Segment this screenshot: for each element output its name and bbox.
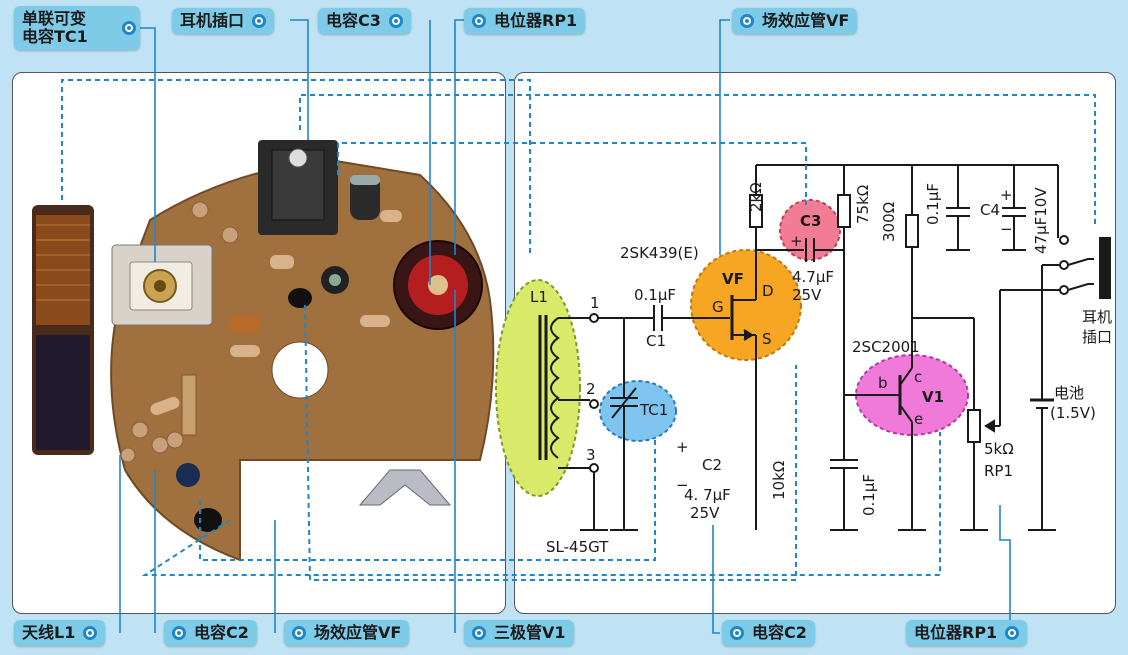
callout-jack: 耳机插口 <box>172 8 275 34</box>
callout-dot-icon <box>730 626 744 640</box>
callout-l1: 天线L1 <box>14 620 106 646</box>
callout-dot-icon <box>252 14 267 28</box>
label-rp1-value: 5kΩ <box>984 440 1014 458</box>
electrolytic-capacitor-large <box>350 175 380 220</box>
label-01-bottom: 0.1μF <box>860 474 878 516</box>
callout-dot-icon <box>740 14 754 28</box>
callout-c2-left: 电容C2 <box>164 620 257 646</box>
transistor-v1-photo <box>194 508 222 532</box>
label-s: S <box>762 330 772 348</box>
callout-dot-icon <box>292 626 306 640</box>
label-c3: C3 <box>800 212 821 230</box>
label-c2-value: 4. 7μF <box>684 486 731 504</box>
callout-dot-icon <box>472 626 486 640</box>
callout-v1: 三极管V1 <box>464 620 574 646</box>
callout-c3-label: 电容C3 <box>326 11 381 31</box>
label-75k: 75kΩ <box>854 185 872 224</box>
label-c3-value: 4.7μF <box>792 268 834 286</box>
tc1-highlight <box>599 380 677 442</box>
callout-dot-icon <box>472 14 486 28</box>
callout-tc1-line1: 单联可变 <box>22 9 87 29</box>
label-c3-plus: + <box>790 232 803 250</box>
callout-dot-icon <box>122 21 136 35</box>
pcb-photo <box>32 140 495 562</box>
label-g: G <box>712 298 724 316</box>
callout-rp1-top: 电位器RP1 <box>464 8 586 34</box>
callout-dot-icon <box>172 626 186 640</box>
label-c2-plus: + <box>676 438 689 456</box>
c3-highlight <box>779 199 841 261</box>
label-2k: 2kΩ <box>747 182 765 212</box>
leader-lines <box>61 79 1096 581</box>
callout-l1-label: 天线L1 <box>22 623 76 643</box>
l1-highlight <box>495 279 581 497</box>
label-b: b <box>878 374 888 392</box>
pointer-lines <box>119 19 1025 634</box>
callout-tc1-line2: 电容TC1 <box>22 27 88 46</box>
callout-vf-top: 场效应管VF <box>732 8 858 34</box>
label-10k: 10kΩ <box>770 461 788 500</box>
callout-rp1-bottom: 电位器RP1 <box>906 620 1028 646</box>
label-c3-voltage: 25V <box>792 286 822 304</box>
schematic <box>495 164 1111 531</box>
label-jack-line1: 耳机 <box>1082 308 1112 326</box>
label-e: e <box>914 410 923 428</box>
callout-dot-icon <box>388 14 403 28</box>
label-d: D <box>762 282 774 300</box>
callout-c2-right: 电容C2 <box>722 620 815 646</box>
label-v1: V1 <box>922 388 944 406</box>
antenna-ferrite-dark <box>36 335 90 450</box>
callout-dot-icon <box>83 626 98 640</box>
l1-coil <box>550 317 560 459</box>
label-rp1: RP1 <box>984 462 1013 480</box>
callout-vf-bottom-label: 场效应管VF <box>314 623 402 643</box>
pcb-hole <box>271 341 329 399</box>
label-01-top: 0.1μF <box>924 183 942 225</box>
label-c2: C2 <box>702 456 722 474</box>
label-l1: L1 <box>530 288 548 306</box>
callout-c2-right-label: 电容C2 <box>752 623 807 643</box>
label-c4-plus: + <box>1000 186 1013 204</box>
label-c2-voltage: 25V <box>690 504 720 522</box>
label-c: c <box>914 368 922 386</box>
coil-inductor <box>230 315 260 333</box>
callout-c3: 电容C3 <box>318 8 411 34</box>
label-pin3: 3 <box>586 446 596 464</box>
electrolytic-capacitor-c2 <box>176 463 200 487</box>
callout-c2-left-label: 电容C2 <box>194 623 249 643</box>
label-c2-minus: − <box>676 476 689 494</box>
callout-v1-label: 三极管V1 <box>494 623 566 643</box>
callout-vf-bottom: 场效应管VF <box>284 620 410 646</box>
callout-rp1-top-label: 电位器RP1 <box>494 11 578 31</box>
label-jack-line2: 插口 <box>1082 328 1112 346</box>
label-vf-model: 2SK439(E) <box>620 244 699 262</box>
schematic-panel <box>514 72 1116 614</box>
label-v1-model: 2SC2001 <box>852 338 920 356</box>
callout-rp1-bottom-label: 电位器RP1 <box>914 623 998 643</box>
label-c4-minus: − <box>1000 220 1013 238</box>
label-pin1: 1 <box>590 294 600 312</box>
label-coil-model: SL-45GT <box>546 538 609 556</box>
pcb-stand <box>358 469 452 506</box>
callout-vf-top-label: 场效应管VF <box>762 11 850 31</box>
callout-dot-icon <box>1005 626 1020 640</box>
pcb-label-strip <box>181 374 197 436</box>
label-pin2: 2 <box>586 380 596 398</box>
callout-tc1: 单联可变 电容TC1 <box>14 6 140 50</box>
label-c4: C4 <box>980 201 1000 219</box>
label-battery-value: (1.5V) <box>1050 404 1096 422</box>
callout-jack-label: 耳机插口 <box>180 11 245 31</box>
label-c1: C1 <box>646 332 666 350</box>
label-c4-value: 47μF10V <box>1032 187 1050 254</box>
label-c1-value: 0.1μF <box>634 286 676 304</box>
label-tc1: TC1 <box>639 401 668 419</box>
label-300: 300Ω <box>880 202 898 242</box>
vf-highlight <box>690 249 802 361</box>
label-vf: VF <box>722 270 744 288</box>
transistor-vf-photo <box>288 288 312 308</box>
label-battery: 电池 <box>1054 384 1084 402</box>
